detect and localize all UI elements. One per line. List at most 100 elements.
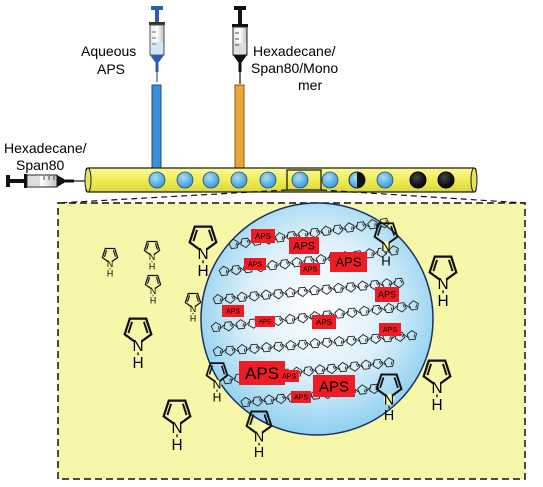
aqueous-inlet-tube (151, 84, 162, 176)
aps-label: APS (383, 327, 397, 334)
droplet (291, 171, 309, 189)
monomer-label-line2: Span80/Mono (251, 60, 338, 76)
nitrogen-label: N (197, 246, 208, 263)
droplet (376, 171, 394, 189)
hydrogen-label: H (254, 445, 264, 461)
aps-label: APS (255, 232, 271, 241)
pyrrole-icon: NH (188, 225, 218, 280)
polypyrrole-chain (212, 277, 405, 305)
carrier-label: Hexadecane/ Span80 (4, 140, 87, 173)
monomer-label-line3: mer (298, 77, 322, 93)
nitrogen-label: N (190, 304, 196, 314)
syringe-icon (6, 174, 88, 188)
droplet (437, 171, 455, 189)
aps-label: APS (226, 309, 240, 316)
nitrogen-label: N (254, 430, 264, 446)
hydrogen-label: H (190, 314, 196, 324)
nitrogen-label: N (171, 420, 182, 437)
nitrogen-label: N (149, 252, 155, 262)
pyrrole-icon: NH (123, 317, 153, 372)
nitrogen-label: N (431, 380, 442, 397)
droplet (202, 171, 220, 189)
hydrogen-label: H (107, 269, 113, 279)
hydrogen-label: H (171, 437, 182, 454)
nitrogen-label: N (107, 259, 113, 269)
aps-oxidant-icon: APS (289, 237, 319, 254)
nitrogen-label: N (381, 239, 391, 254)
droplet (148, 171, 166, 189)
nitrogen-label: N (132, 338, 143, 355)
droplet (176, 171, 194, 189)
droplet (321, 171, 339, 189)
pyrrole-icon: NH (101, 247, 119, 279)
aps-label: APS (259, 320, 271, 326)
aps-label: APS (245, 364, 279, 383)
hydrogen-label: H (197, 263, 208, 280)
hydrogen-label: H (149, 262, 155, 272)
aps-oxidant-icon: APS (222, 305, 244, 317)
hydrogen-label: H (431, 397, 442, 414)
pyrrole-icon: NH (143, 240, 161, 272)
hydrogen-label: H (150, 296, 156, 306)
pyrrole-icon: NH (144, 274, 162, 306)
aqueous-label-line1: Aqueous (81, 43, 136, 59)
droplet (348, 171, 366, 189)
monomer-label-line1: Hexadecane/ (253, 43, 336, 59)
droplet (259, 171, 277, 189)
aps-oxidant-icon: APS (379, 323, 401, 336)
zoom-region (286, 169, 322, 191)
nitrogen-label: N (150, 286, 156, 296)
aps-label: APS (293, 240, 315, 252)
aps-label: APS (303, 267, 317, 274)
aps-oxidant-icon: APS (330, 252, 367, 272)
droplet (409, 171, 427, 189)
pyrrole-icon: NH (205, 362, 229, 405)
nitrogen-label: N (384, 393, 394, 409)
pyrrole-icon: NH (375, 373, 403, 424)
aps-label: APS (316, 318, 332, 327)
aps-label: APS (282, 374, 296, 381)
carrier-label-line2: Span80 (16, 157, 64, 173)
pyrrole-icon: NH (162, 399, 192, 454)
aps-oxidant-icon: APS (279, 370, 299, 382)
aps-oxidant-icon: APS (239, 361, 285, 385)
hydrogen-label: H (132, 355, 143, 372)
aps-oxidant-icon: APS (291, 391, 311, 403)
hydrogen-label: H (384, 408, 394, 424)
aps-label: APS (335, 255, 361, 270)
pyrrole-icon: NH (428, 255, 458, 310)
pyrrole-icon: NH (373, 222, 399, 268)
droplet (230, 171, 248, 189)
carrier-label-line1: Hexadecane/ (4, 140, 87, 156)
zoom-line-right (320, 189, 526, 204)
aps-label: APS (294, 395, 308, 402)
hydrogen-label: H (437, 293, 448, 310)
nitrogen-label: N (213, 378, 222, 392)
zoom-line-left (57, 189, 288, 204)
monomer-inlet-tube (234, 84, 245, 176)
aps-label: APS (248, 262, 262, 269)
hydrogen-label: H (381, 253, 391, 268)
aps-label: APS (319, 378, 349, 395)
nitrogen-label: N (437, 276, 448, 293)
aps-oxidant-icon: APS (244, 258, 266, 270)
pyrrole-icon: NH (184, 292, 202, 324)
hydrogen-label: H (213, 391, 222, 405)
syringe-icon (232, 6, 248, 84)
aps-oxidant-icon: APS (300, 263, 320, 275)
aqueous-aps-label: Aqueous APS (81, 43, 136, 77)
aps-oxidant-icon: APS (375, 287, 399, 302)
aps-oxidant-icon: APS (313, 375, 355, 397)
channel-droplets (148, 171, 455, 189)
aps-label: APS (378, 290, 396, 300)
aps-oxidant-icon: APS (312, 315, 336, 329)
aps-oxidant-icon: APS (255, 316, 275, 327)
pyrrole-icon: NH (245, 410, 273, 461)
pyrrole-icon: NH (422, 359, 452, 414)
monomer-label: Hexadecane/ Span80/Mono mer (251, 43, 338, 93)
aqueous-label-line2: APS (97, 61, 125, 77)
